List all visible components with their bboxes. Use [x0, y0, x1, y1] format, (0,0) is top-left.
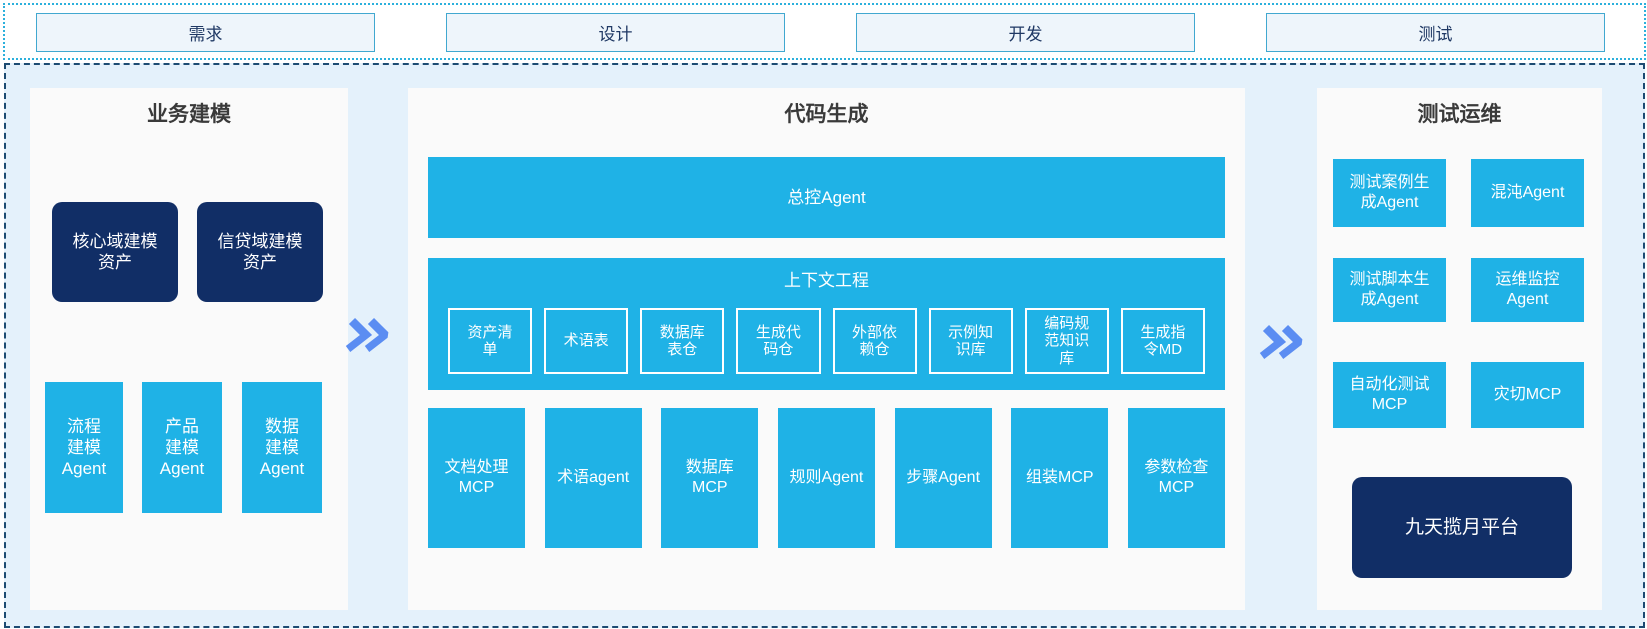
context-item-glossary: 术语表	[544, 308, 629, 374]
data-modeling-agent-box: 数据 建模 Agent	[242, 382, 322, 513]
phase-box-development: 开发	[856, 13, 1195, 52]
product-modeling-agent-box: 产品 建模 Agent	[142, 382, 222, 513]
context-engineering-title: 上下文工程	[784, 271, 869, 290]
context-item-generate-instruction-md: 生成指 令MD	[1120, 308, 1205, 374]
flow-arrow-icon	[345, 318, 391, 352]
context-items-row: 资产清 单 术语表 数据库 表仓 生成代 码仓 外部依 赖仓 示例知 识库 编码…	[448, 308, 1205, 374]
step-agent-box: 步骤Agent	[894, 408, 992, 548]
phase-box-testing: 测试	[1266, 13, 1605, 52]
flow-arrow-icon	[1259, 325, 1305, 359]
database-mcp-box: 数据库 MCP	[661, 408, 759, 548]
phase-box-design: 设计	[446, 13, 785, 52]
context-item-generated-code-repo: 生成代 码仓	[736, 308, 821, 374]
core-domain-modeling-asset-box: 核心域建模 资产	[52, 202, 178, 302]
panel-code-generation: 代码生成 总控Agent 上下文工程 资产清 单 术语表 数据库 表仓 生成代 …	[408, 88, 1245, 610]
context-item-asset-list: 资产清 单	[448, 308, 533, 374]
doc-processing-mcp-box: 文档处理 MCP	[428, 408, 525, 548]
context-item-db-table-repo: 数据库 表仓	[640, 308, 725, 374]
chaos-agent-box: 混沌Agent	[1471, 159, 1584, 227]
glossary-agent-box: 术语agent	[544, 408, 642, 548]
param-check-mcp-box: 参数检查 MCP	[1127, 408, 1225, 548]
disaster-switch-mcp-box: 灾切MCP	[1471, 362, 1584, 428]
assembly-mcp-box: 组装MCP	[1011, 408, 1109, 548]
automated-test-mcp-box: 自动化测试 MCP	[1333, 362, 1446, 428]
ops-monitoring-agent-box: 运维监控 Agent	[1471, 258, 1584, 322]
credit-domain-modeling-asset-box: 信贷域建模 资产	[197, 202, 323, 302]
panel-test-operations: 测试运维 测试案例生 成Agent 混沌Agent 测试脚本生 成Agent 运…	[1317, 88, 1602, 610]
master-agent-bar: 总控Agent	[428, 157, 1225, 238]
panel-business-modeling: 业务建模 核心域建模 资产 信贷域建模 资产 流程 建模 Agent 产品 建模…	[30, 88, 348, 610]
process-modeling-agent-box: 流程 建模 Agent	[45, 382, 123, 513]
phase-box-requirements: 需求	[36, 13, 375, 52]
panel-title-code-generation: 代码生成	[784, 103, 869, 126]
test-case-gen-agent-box: 测试案例生 成Agent	[1333, 159, 1446, 227]
panel-title-business-modeling: 业务建模	[147, 103, 231, 126]
tools-row: 文档处理 MCP 术语agent 数据库 MCP 规则Agent 步骤Agent…	[428, 408, 1225, 548]
context-item-external-deps-repo: 外部依 赖仓	[832, 308, 917, 374]
context-engineering-panel: 上下文工程 资产清 单 术语表 数据库 表仓 生成代 码仓 外部依 赖仓 示例知…	[428, 258, 1225, 390]
jiutian-lanyue-platform-box: 九天揽月平台	[1352, 477, 1572, 578]
panel-title-test-operations: 测试运维	[1417, 103, 1502, 126]
rule-agent-box: 规则Agent	[777, 408, 875, 548]
platform-frame: 业务建模 核心域建模 资产 信贷域建模 资产 流程 建模 Agent 产品 建模…	[4, 63, 1645, 628]
context-item-coding-standard-kb: 编码规 范知识 库	[1024, 308, 1109, 374]
test-script-gen-agent-box: 测试脚本生 成Agent	[1333, 258, 1446, 322]
context-item-example-knowledge-base: 示例知 识库	[928, 308, 1013, 374]
phase-strip: 需求 设计 开发 测试	[3, 3, 1646, 60]
